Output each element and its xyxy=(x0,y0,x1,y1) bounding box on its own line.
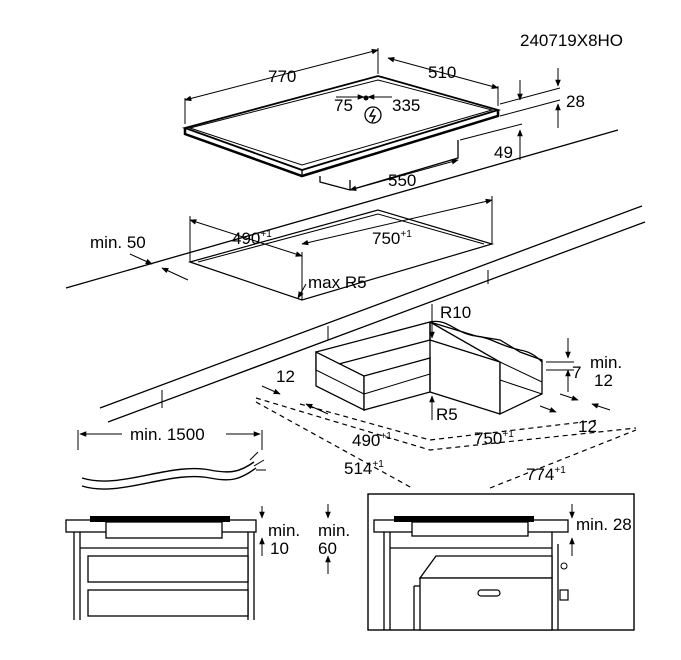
document-code: 240719X8HO xyxy=(520,31,623,50)
cutout-depth-label: 490+1 xyxy=(232,229,272,248)
install-left-drawing: min. 10 min. 60 xyxy=(65,504,350,620)
install-left-gap-b-label: min. xyxy=(318,521,350,540)
frame-right-12a-label: 12 xyxy=(594,371,613,390)
hob-width-label: 770 xyxy=(268,67,296,86)
hob-depth-label: 510 xyxy=(428,63,456,82)
frame-right-12b-label: 12 xyxy=(578,417,597,436)
connection-offset-a: 75 xyxy=(334,96,353,115)
frame-right-7-label: 7 xyxy=(572,363,581,382)
frame-drawing: R10 R5 12 490+1 750+1 514+1 774+1 min. 7… xyxy=(255,303,637,489)
install-left-gap-a-label: min. xyxy=(268,521,300,540)
hob-drawing: 770 510 75 335 28 49 550 xyxy=(181,48,585,192)
connection-offset-b: 335 xyxy=(392,96,420,115)
install-left-gap-b-value: 60 xyxy=(318,539,337,558)
hob-thickness-label: 28 xyxy=(566,92,585,111)
frame-left-ledge-label: 12 xyxy=(276,367,295,386)
frame-outer-width-label: 774+1 xyxy=(526,465,566,484)
hob-box-width-label: 550 xyxy=(388,171,416,190)
frame-right-min-label: min. xyxy=(590,353,622,372)
hob-box-height-label: 49 xyxy=(494,143,513,162)
install-left-gap-a-value: 10 xyxy=(270,539,289,558)
worktop-cutout-drawing: 490+1 750+1 min. 50 max R5 xyxy=(65,129,646,423)
frame-radius-bottom-label: R5 xyxy=(436,405,458,424)
install-right-gap-label: min. 28 xyxy=(576,515,632,534)
frame-inner-depth-label: 490+1 xyxy=(352,431,392,450)
cable-drawing: min. 1500 xyxy=(77,425,266,490)
frame-radius-top-label: R10 xyxy=(440,303,471,322)
cable-length-label: min. 1500 xyxy=(130,425,205,444)
cutout-width-label: 750+1 xyxy=(372,229,412,248)
install-right-drawing: min. 28 xyxy=(367,493,635,631)
cutout-min-edge-label: min. 50 xyxy=(90,233,146,252)
frame-inner-width-label: 750+1 xyxy=(474,429,514,448)
cutout-radius-label: max R5 xyxy=(308,273,367,292)
frame-outer-depth-label: 514+1 xyxy=(344,459,384,478)
power-connection-icon xyxy=(364,106,382,124)
